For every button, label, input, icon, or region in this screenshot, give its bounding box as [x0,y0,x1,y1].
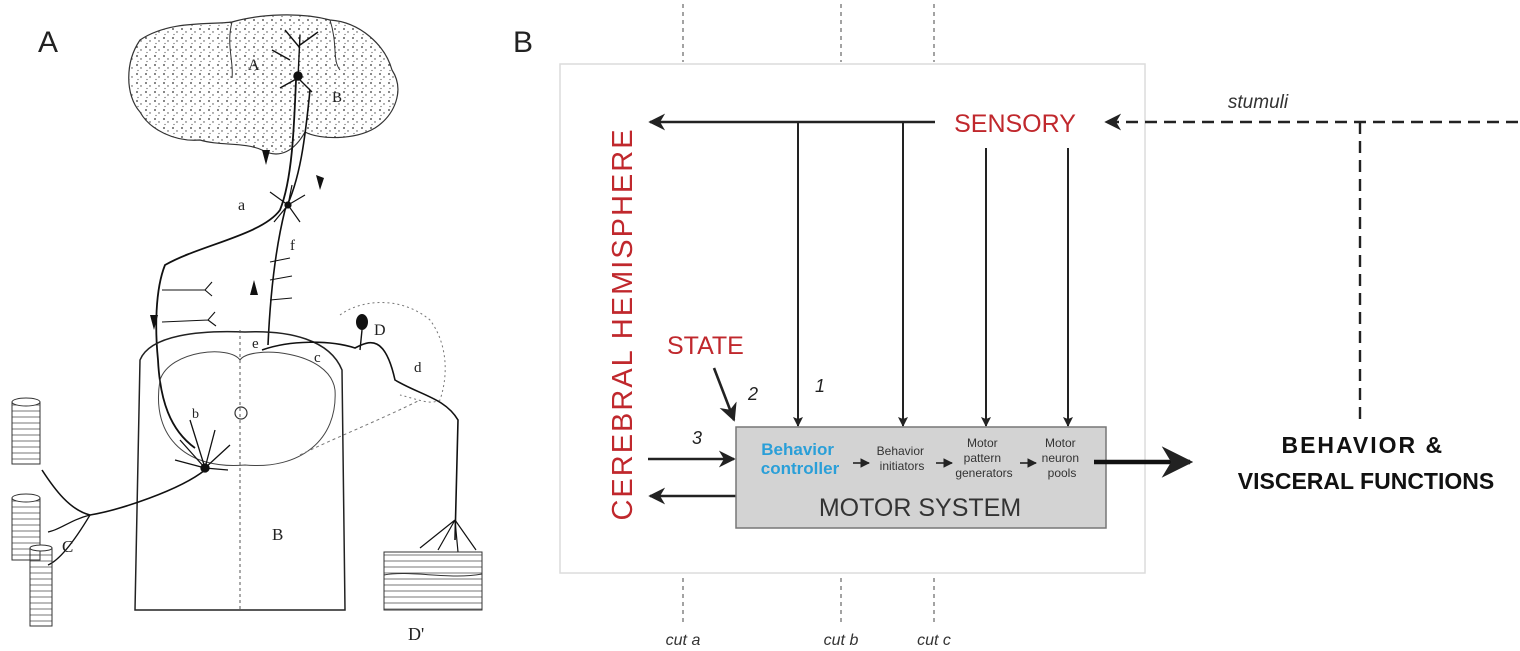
peripheral-motor-axon [41,469,206,516]
fiber-label-f: f [290,238,295,254]
state-arrow [712,367,737,422]
cortex-label-B: B [332,90,342,106]
state-label: STATE [667,332,744,360]
panel-a-illustration: A A B a f [11,14,483,644]
cell-label-b: b [192,407,199,422]
muscle-fibers-C [11,397,53,627]
motor-pattern-generators-label: Motor pattern generators [955,436,1012,480]
pyramidal-neuron [271,29,319,93]
cut-label-b: cut b [824,632,859,649]
muscle-label-C: C [62,537,73,556]
behavior-initiators-label: Behavior initiators [877,444,928,473]
nerve-label-d: d [414,360,422,376]
panel-b-diagram: B cut a cut b cut c CEREBRAL HEMISPHERE … [513,4,1518,649]
behavior-controller-label: Behavior controller [761,440,840,478]
cut-label-a: cut a [666,632,701,649]
dorsal-root-fiber [261,341,459,541]
cord-label-B: B [272,525,283,544]
pathway-number-1: 1 [815,376,825,396]
spinal-cord-section [134,330,346,611]
motor-system-box [735,426,1107,529]
behavior-visceral-label: BEHAVIOR & VISCERAL FUNCTIONS [1238,432,1494,494]
cut-label-c: cut c [917,632,951,649]
fiber-label-e: e [252,336,259,352]
stimuli-label: stumuli [1228,92,1289,113]
ganglion-label-D: D [374,322,386,339]
descending-axon [155,79,297,449]
panel-a-label: A [38,26,58,59]
brain-frame [559,63,1146,574]
skin-receptors-D-prime [383,551,483,611]
ascending-fiber [267,89,311,346]
motor-neuron-pools-label: Motor neuron pools [1042,436,1083,480]
motor-neuron [174,419,231,473]
muscle-label-D-prime: D' [408,624,424,644]
motor-system-label: MOTOR SYSTEM [819,494,1021,522]
sensory-label: SENSORY [954,110,1076,138]
ganglion-cell [356,314,368,330]
pathway-number-2: 2 [747,384,758,404]
axon-label-a: a [238,197,245,214]
cortex-label-A: A [248,57,260,74]
panel-b-label: B [513,26,533,59]
cerebral-hemisphere-label: CEREBRAL HEMISPHERE [607,127,639,520]
cortex-tissue [128,14,399,155]
fiber-label-c: c [314,350,321,366]
pathway-number-3: 3 [692,428,702,448]
